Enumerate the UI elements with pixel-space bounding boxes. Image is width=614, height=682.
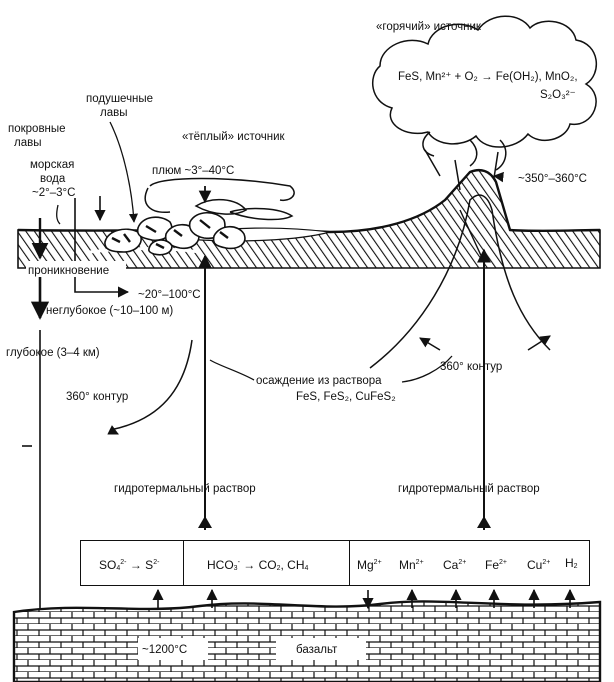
- label-temp-shallow: ~20°–100°C: [138, 289, 201, 301]
- callout-arrows: [56, 121, 139, 225]
- label-temp-basalt: ~1200°C: [142, 644, 187, 656]
- sulfate-reduction: SO42- → S2-: [99, 558, 160, 572]
- hydrothermal-risers: [198, 209, 491, 530]
- hot-plume-cloud: [372, 15, 598, 191]
- ion-mn: Mn2+: [399, 558, 424, 572]
- chemistry-table: SO42- → S2- HCO3- → CO2, CH4 Mg2+ Mn2+ C…: [80, 540, 590, 586]
- label-contour-right: 360° контур: [440, 361, 502, 373]
- label-basalt: базальт: [296, 644, 338, 656]
- basalt-layer: [12, 600, 602, 682]
- label-sea-1: морская: [30, 159, 74, 171]
- ion-fe: Fe2+: [485, 558, 507, 572]
- warm-plume: [144, 177, 295, 221]
- label-contour-left: 360° контур: [66, 391, 128, 403]
- label-precip-1: осаждение из раствора: [256, 375, 382, 387]
- label-shallow: неглубокое (~10–100 м): [46, 305, 173, 317]
- ion-cu: Cu2+: [527, 558, 551, 572]
- carbonate-reduction: HCO3- → CO2, CH4: [207, 558, 309, 572]
- contours: [107, 194, 551, 435]
- label-sea-2: вода: [40, 173, 66, 185]
- label-warm-source: «тёплый» источник: [182, 131, 285, 143]
- precip-leaders: [209, 355, 453, 383]
- label-hydro-left: гидротермальный раствор: [114, 483, 256, 495]
- label-hydro-right: гидротермальный раствор: [398, 483, 540, 495]
- label-sea-3: ~2°–3°C: [32, 187, 75, 199]
- label-hot-reaction-2: S₂O₃²⁻: [540, 89, 576, 101]
- label-cover-2: лавы: [14, 137, 41, 149]
- label-hot-reaction-1: FeS, Mn²⁺ + O₂ → Fe(OH₂), MnO₂,: [398, 71, 578, 83]
- pillow-lavas-shapes: [104, 211, 246, 256]
- label-cover-1: покровные: [8, 123, 66, 135]
- label-precip-2: FeS, FeS₂, CuFeS₂: [296, 391, 396, 403]
- ion-h2: H2: [565, 556, 578, 570]
- oceanic-crust: [17, 168, 601, 269]
- label-pillow-2: лавы: [100, 107, 127, 119]
- ion-mg: Mg2+: [357, 558, 382, 572]
- label-pillow-1: подушечные: [86, 93, 153, 105]
- labels: «горячий» источник FeS, Mn²⁺ + O₂ → Fe(O…: [6, 21, 587, 656]
- ion-ca: Ca2+: [443, 558, 467, 572]
- label-hot-source: «горячий» источник: [376, 21, 482, 33]
- label-plume: плюм ~3°–40°C: [152, 165, 234, 177]
- label-penetration: проникновение: [28, 265, 109, 277]
- exchange-arrows: [152, 588, 576, 610]
- label-deep: глубокое (3–4 км): [6, 347, 100, 359]
- label-vent-temp: ~350°–360°C: [518, 173, 587, 185]
